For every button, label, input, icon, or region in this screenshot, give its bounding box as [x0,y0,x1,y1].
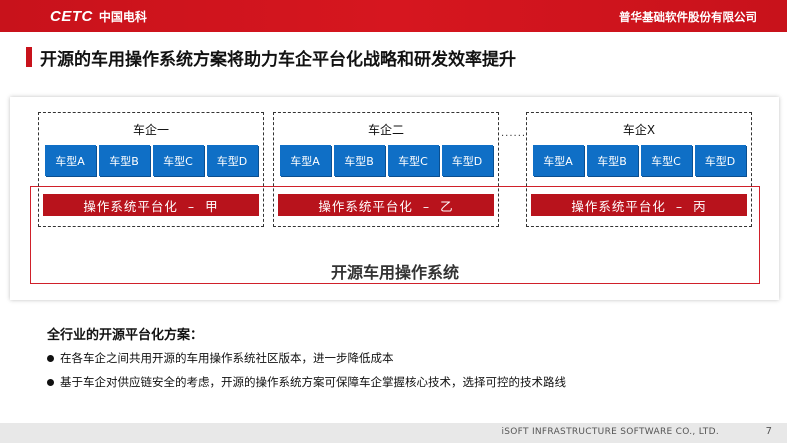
automaker-label: 车企一 [132,123,169,137]
cetc-logo: CETC 中国电科 [50,7,147,25]
ellipsis: ...... [501,128,527,139]
car-model-box: 车型D [694,145,746,176]
header-bar: CETC 中国电科 普华基础软件股份有限公司 [0,0,787,32]
car-model-box: 车型D [441,145,493,176]
car-model-row: 车型A 车型B 车型C 车型D [527,145,751,176]
shared-os-label: 开源车用操作系统 [330,263,459,282]
automaker-label: 车企二 [367,123,404,137]
car-model-box: 车型C [387,145,439,176]
car-model-box: 车型A [532,145,584,176]
page-number: 7 [765,426,772,437]
bullet-text: 基于车企对供应链安全的考虑，开源的操作系统方案可保障车企掌握核心技术，选择可控的… [60,375,566,389]
car-model-box: 车型C [640,145,692,176]
os-platform-bar: 操作系统平台化 – 丙 [531,194,747,216]
footer-company: iSOFT INFRASTRUCTURE SOFTWARE CO., LTD. [501,427,719,437]
car-model-box: 车型A [44,145,96,176]
shared-os-frame: 开源车用操作系统 [30,186,760,284]
car-model-box: 车型D [206,145,258,176]
title-accent-mark [26,47,32,67]
automaker-group-x: 车企X 车型A 车型B 车型C 车型D 操作系统平台化 – 丙 [526,112,752,227]
car-model-box: 车型B [586,145,638,176]
bullet-dot-icon [47,378,54,386]
footer-bar: iSOFT INFRASTRUCTURE SOFTWARE CO., LTD. … [0,423,787,443]
solution-bullet: 基于车企对供应链安全的考虑，开源的操作系统方案可保障车企掌握核心技术，选择可控的… [47,374,566,390]
automaker-group-2: 车企二 车型A 车型B 车型C 车型D 操作系统平台化 – 乙 [273,112,499,227]
bullet-text: 在各车企之间共用开源的车用操作系统社区版本，进一步降低成本 [60,351,394,365]
car-model-box: 车型C [152,145,204,176]
slide-title: 开源的车用操作系统方案将助力车企平台化战略和研发效率提升 [40,50,516,70]
automaker-label: 车企X [622,123,656,137]
car-model-row: 车型A 车型B 车型C 车型D [274,145,498,176]
car-model-box: 车型B [333,145,385,176]
automaker-group-1: 车企一 车型A 车型B 车型C 车型D 操作系统平台化 – 甲 [38,112,264,227]
car-model-box: 车型B [98,145,150,176]
company-name: 普华基础软件股份有限公司 [619,10,757,24]
os-platform-bar: 操作系统平台化 – 乙 [278,194,494,216]
bullet-dot-icon [47,354,54,362]
logo-chinese-name: 中国电科 [98,9,147,24]
logo-brand: CETC [50,7,93,25]
solution-title: 全行业的开源平台化方案： [47,328,204,343]
os-platform-bar: 操作系统平台化 – 甲 [43,194,259,216]
car-model-row: 车型A 车型B 车型C 车型D [39,145,263,176]
car-model-box: 车型A [279,145,331,176]
solution-bullet: 在各车企之间共用开源的车用操作系统社区版本，进一步降低成本 [47,350,394,366]
